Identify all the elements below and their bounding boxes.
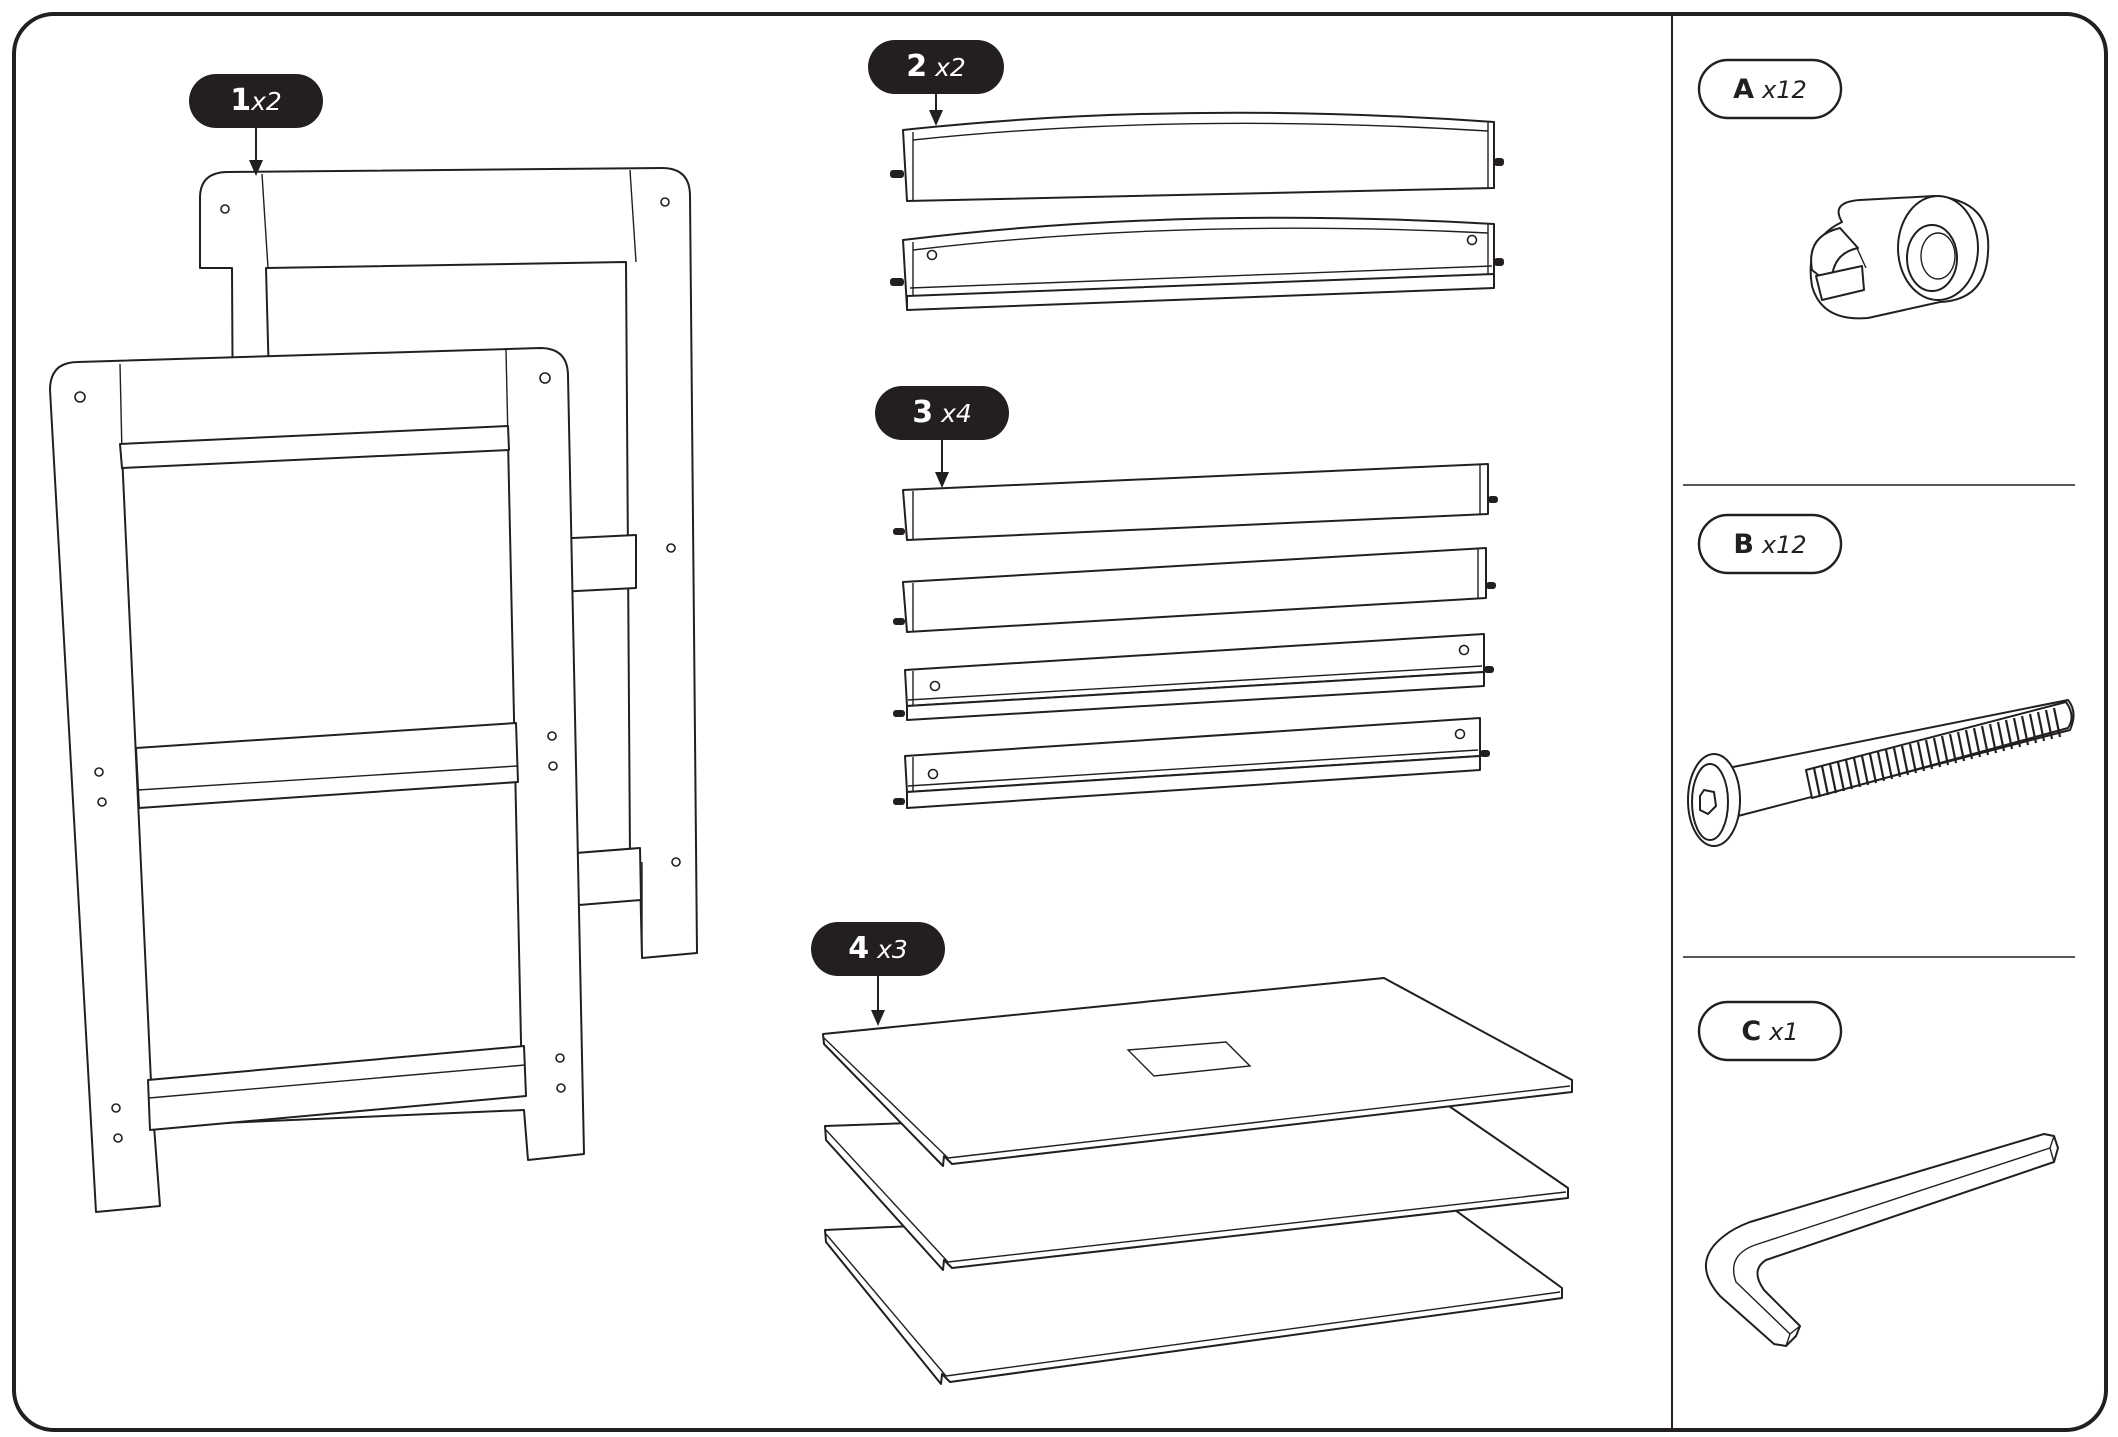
svg-text:2x2: 2x2 [906,49,966,84]
hardware-c-quantity: x1 [1768,1018,1798,1046]
part-4-shelf-panels [822,977,1573,1385]
curved-rail-2 [890,216,1504,311]
part-2-quantity: x2 [934,53,966,82]
straight-rail-1 [893,463,1498,541]
curved-rail-1 [890,111,1504,202]
part-3-number: 3 [912,395,933,430]
shelf-panel-1 [822,977,1573,1167]
hardware-b-quantity: x12 [1761,531,1807,559]
part-3-quantity: x4 [940,399,972,428]
svg-text:4x3: 4x3 [848,931,908,966]
hardware-b-letter: B [1733,529,1754,560]
connector-bolt-icon [1687,699,2075,847]
side-frame-front [49,347,585,1213]
svg-text:Cx1: Cx1 [1741,1016,1798,1047]
part-2-curved-rails [890,111,1504,311]
part-1-number: 1 [230,83,251,118]
part-4-number: 4 [848,931,869,966]
part-4-quantity: x3 [876,935,908,964]
part-2-number: 2 [906,49,927,84]
part-1-badge: 1x2 [189,74,323,176]
hardware-a-letter: A [1733,74,1754,105]
allen-key-icon [1704,1133,2059,1347]
straight-rail-2 [893,547,1496,633]
part-3-straight-rails [893,463,1498,809]
part-1-side-frames [49,167,698,1213]
hardware-c-letter: C [1741,1016,1761,1047]
svg-text:1x2: 1x2 [230,83,282,118]
straight-rail-3 [893,633,1494,721]
cam-lock-nut-icon [1809,195,1990,320]
part-1-quantity: x2 [250,87,282,116]
svg-text:3x4: 3x4 [912,395,972,430]
straight-rail-4 [893,717,1490,809]
hardware-a-quantity: x12 [1761,76,1807,104]
